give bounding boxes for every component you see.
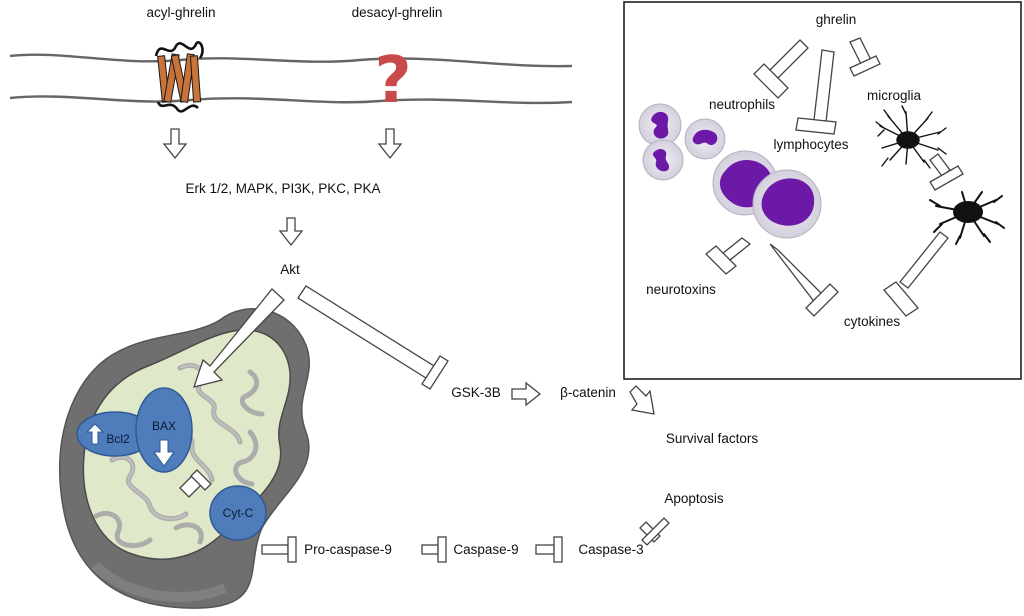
akt-inhibits-gsk3b bbox=[297, 285, 449, 390]
microglia-activated-icon bbox=[929, 191, 1005, 245]
kinases-label: Erk 1/2, MAPK, PI3K, PKC, PKA bbox=[185, 181, 380, 196]
cytc-label: Cyt-C bbox=[223, 506, 254, 520]
microglia-label: microglia bbox=[867, 88, 922, 103]
caspase9-label: Caspase-9 bbox=[453, 542, 518, 557]
beta-catenin-label: β-catenin bbox=[560, 385, 616, 400]
bax-label: BAX bbox=[152, 419, 176, 433]
bax-to-cytc-inhibition bbox=[179, 469, 212, 498]
neutrophils-label: neutrophils bbox=[709, 97, 775, 112]
cytc-to-procaspase9-inhibition bbox=[261, 536, 297, 563]
diagonal-arrow-icon bbox=[629, 385, 655, 415]
akt-to-bax-arrow bbox=[193, 288, 285, 388]
down-arrow-icon bbox=[153, 439, 175, 467]
akt-label: Akt bbox=[280, 262, 300, 277]
cell-membrane bbox=[9, 53, 573, 105]
immune-inset: ghrelin neutrophils microglia lymphocyte… bbox=[623, 1, 1022, 380]
ghrelin-inhibits-neutrophils bbox=[753, 39, 809, 99]
caspase9-to-caspase3-inhibition bbox=[535, 536, 563, 563]
inset-frame bbox=[623, 1, 1022, 380]
acyl-ghrelin-label: acyl-ghrelin bbox=[146, 5, 215, 20]
bcl2-label: Bcl2 bbox=[106, 432, 130, 446]
neutrophils-inhibit-neurotoxins bbox=[705, 237, 752, 275]
pro-caspase9-label: Pro-caspase-9 bbox=[304, 542, 392, 557]
bax-protein bbox=[135, 387, 193, 473]
inset-ghrelin-label: ghrelin bbox=[816, 12, 857, 27]
gsk3b-label: GSK-3B bbox=[451, 385, 501, 400]
caspase3-to-apoptosis-inhibition bbox=[639, 517, 670, 546]
survival-factors-label: Survival factors bbox=[666, 431, 759, 446]
lymphocytes-inhibit-cytokines bbox=[769, 243, 839, 317]
neutrophil-cell bbox=[684, 118, 726, 160]
cytokines-label: cytokines bbox=[844, 314, 901, 329]
neutrophil-cell bbox=[642, 139, 684, 181]
neutrophil-cell bbox=[638, 103, 682, 147]
neurotoxins-label: neurotoxins bbox=[646, 282, 716, 297]
lymphocyte-cell bbox=[752, 169, 822, 239]
right-arrow-icon bbox=[511, 381, 542, 407]
ghsr-receptor-icon bbox=[154, 41, 204, 113]
desacyl-ghrelin-label: desacyl-ghrelin bbox=[352, 5, 443, 20]
apoptosis-label: Apoptosis bbox=[664, 491, 724, 506]
down-arrow-icon bbox=[162, 128, 188, 160]
lymphocytes-label: lymphocytes bbox=[773, 137, 848, 152]
down-arrow-icon bbox=[377, 128, 403, 160]
procaspase9-to-caspase9-inhibition bbox=[421, 536, 447, 563]
caspase3-label: Caspase-3 bbox=[578, 542, 643, 557]
cytc-protein bbox=[209, 485, 267, 541]
ghrelin-inhibits-lymphocytes bbox=[795, 49, 837, 135]
down-arrow-icon bbox=[278, 217, 304, 247]
microglia-activation-inhibition bbox=[929, 153, 964, 191]
up-arrow-icon bbox=[85, 423, 105, 445]
microglia-inhibit-cytokines bbox=[883, 231, 949, 317]
unknown-receptor-question-mark: ? bbox=[374, 44, 411, 118]
ghrelin-inhibits-microglia bbox=[849, 37, 881, 77]
microglia-resting-icon bbox=[875, 105, 947, 169]
